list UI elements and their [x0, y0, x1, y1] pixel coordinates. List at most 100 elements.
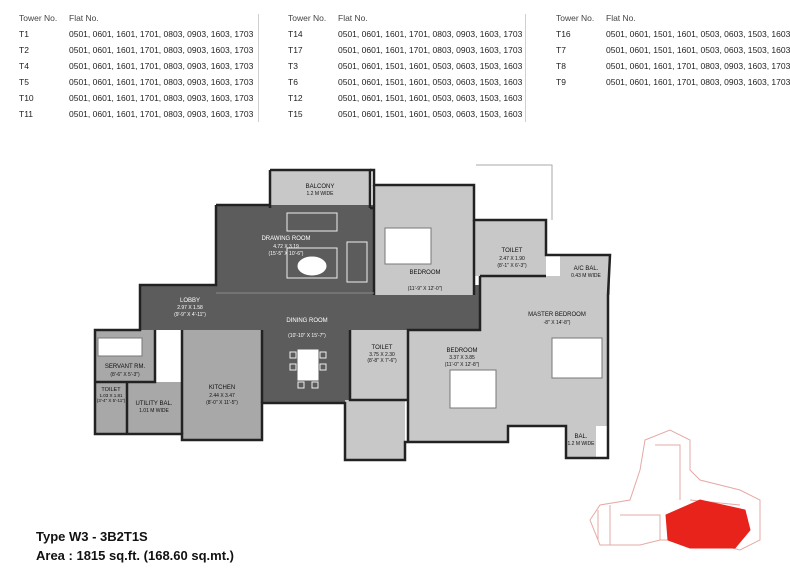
table-row: T4 0501, 0601, 1601, 1701, 0803, 0903, 16… [19, 58, 253, 74]
drawing-room-dim: 4.72 X 3.19 [273, 244, 299, 250]
kitchen-label: KITCHEN [209, 385, 235, 391]
utility-balcony-area [127, 382, 182, 434]
tower-cell: T5 [19, 77, 29, 87]
tower-cell: T15 [288, 109, 303, 119]
highlighted-unit [665, 499, 751, 549]
bed [551, 337, 603, 379]
unit-type-label: Type W3 - 3B2T1S [36, 529, 148, 544]
toilet-1-dim: 2.47 X 1.90 [499, 256, 525, 262]
unit-area-label: Area : 1815 sq.ft. (168.60 sq.mt.) [36, 548, 234, 563]
bedroom-2-dim: 3.37 X 3.85 [449, 355, 475, 361]
ac-bal-dim: 0.43 M WIDE [571, 273, 601, 279]
bed [384, 227, 432, 265]
tower-cell: T9 [556, 77, 566, 87]
flat-cell: 0501, 0601, 1601, 1701, 0803, 0903, 1603… [69, 93, 254, 103]
table-row: T15 0501, 0601, 1501, 1601, 0503, 0603, 1… [288, 106, 522, 122]
balcony-area [270, 170, 370, 208]
center-table [297, 256, 327, 276]
dining-room-label: DINING ROOM [286, 318, 327, 324]
flat-cell: 0501, 0601, 1501, 1601, 0503, 0603, 1503… [338, 93, 523, 103]
master-bedroom-label: MASTER BEDROOM [528, 312, 586, 318]
flat-cell: 0501, 0601, 1501, 1601, 0503, 0603, 1503… [338, 61, 523, 71]
table-header: Tower No. Flat No. [556, 10, 790, 26]
tower-cell: T14 [288, 29, 303, 39]
flat-cell: 0501, 0601, 1601, 1701, 0803, 0903, 1603… [69, 61, 254, 71]
flat-cell: 0501, 0601, 1601, 1701, 0803, 0903, 1603… [69, 109, 254, 119]
bedroom-furniture [97, 227, 603, 409]
drawing-room-label: DRAWING ROOM [261, 236, 310, 242]
toilet-2-area [350, 330, 408, 400]
dining-table [297, 349, 319, 381]
furniture [286, 212, 368, 389]
key-plan [589, 429, 761, 551]
flat-cell: 0501, 0601, 1601, 1701, 0803, 0903, 1603… [606, 61, 790, 71]
tower-table-1: Tower No. Flat No. T1 0501, 0601, 1601, 1… [19, 10, 253, 122]
tower-cell: T7 [556, 45, 566, 55]
bal-2-label: BAL. [574, 434, 587, 440]
lobby-dim2: (9'-9" X 4'-11") [174, 312, 206, 318]
utility-label: UTILITY BAL. [136, 401, 173, 407]
lobby-dim: 2.97 X 1.58 [177, 305, 203, 311]
toilet-3-dim2: (3'-4" X 5'-11") [97, 398, 126, 403]
lobby-label: LOBBY [180, 298, 200, 304]
table-row: T7 0501, 0601, 1501, 1601, 0503, 0603, 15… [556, 42, 790, 58]
toilet-2-label: TOILET [372, 345, 393, 351]
toilet-1-label: TOILET [502, 248, 523, 254]
sofa [286, 212, 338, 232]
flat-cell: 0501, 0601, 1501, 1601, 0503, 0603, 1503… [606, 45, 790, 55]
drawing-room-dim2: (15'-5" X 10'-6") [269, 251, 304, 257]
table-row: T12 0501, 0601, 1501, 1601, 0503, 0603, 1… [288, 90, 522, 106]
flat-cell: 0501, 0601, 1601, 1701, 0803, 0903, 1603… [69, 77, 254, 87]
bedroom-1-dim: (11'-9" X 12'-0") [408, 286, 443, 292]
bedroom-2-label: BEDROOM [446, 348, 477, 354]
kitchen-dim2: (8'-0" X 11'-5") [206, 400, 238, 406]
header-tower: Tower No. [556, 13, 595, 23]
master-bedroom-dim: -8" X 14'-8") [544, 320, 571, 326]
bed [97, 337, 143, 357]
tower-cell: T3 [288, 61, 298, 71]
flat-cell: 0501, 0601, 1501, 1601, 0503, 0603, 1503… [338, 109, 523, 119]
tower-cell: T11 [19, 109, 34, 119]
table-row: T5 0501, 0601, 1601, 1701, 0803, 0903, 16… [19, 74, 253, 90]
table-row: T3 0501, 0601, 1501, 1601, 0503, 0603, 15… [288, 58, 522, 74]
tower-cell: T1 [19, 29, 29, 39]
header-flat: Flat No. [606, 13, 636, 23]
dining-room-area [260, 285, 350, 403]
toilet-2-dim2: (8'-8" X 7'-6") [367, 358, 397, 364]
tower-cell: T2 [19, 45, 29, 55]
table-row: T1 0501, 0601, 1601, 1701, 0803, 0903, 16… [19, 26, 253, 42]
kitchen-area [182, 330, 262, 440]
flat-cell: 0501, 0601, 1601, 1701, 0803, 0903, 1603… [338, 29, 523, 39]
header-tower: Tower No. [19, 13, 58, 23]
utility-dim: 1.01 M WIDE [139, 408, 169, 414]
table-header: Tower No. Flat No. [19, 10, 253, 26]
tower-cell: T8 [556, 61, 566, 71]
flat-cell: 0501, 0601, 1601, 1701, 0803, 0903, 1603… [69, 29, 254, 39]
bal-2-area [566, 410, 596, 458]
dining-room-dim: (10'-10" X 15'-7") [288, 333, 326, 339]
light-room-labels: BALCONY 1.2 M WIDE BEDROOM (11'-9" X 12'… [97, 184, 602, 447]
tower-cell: T16 [556, 29, 571, 39]
flat-cell: 0501, 0601, 1601, 1701, 0803, 0903, 1603… [606, 77, 790, 87]
flat-cell: 0501, 0601, 1501, 1601, 0503, 0603, 1503… [338, 77, 523, 87]
table-row: T11 0501, 0601, 1601, 1701, 0803, 0903, 1… [19, 106, 253, 122]
servant-room-label: SERVANT RM. [105, 364, 146, 370]
table-divider [525, 14, 526, 122]
toilet-3-area [95, 382, 127, 434]
bal-2-dim: 1.2 M WIDE [568, 441, 596, 447]
tower-cell: T12 [288, 93, 303, 103]
toilet-1-dim2: (8'-1" X 6'-3") [497, 263, 527, 269]
table-row: T9 0501, 0601, 1601, 1701, 0803, 0903, 16… [556, 74, 790, 90]
bed [449, 369, 497, 409]
toilet-3-dim: 1.03 X 1.81 [99, 393, 123, 398]
tower-cell: T17 [288, 45, 303, 55]
toilet-2-dim: 3.75 X 2.30 [369, 352, 395, 358]
tower-cell: T4 [19, 61, 29, 71]
header-tower: Tower No. [288, 13, 327, 23]
